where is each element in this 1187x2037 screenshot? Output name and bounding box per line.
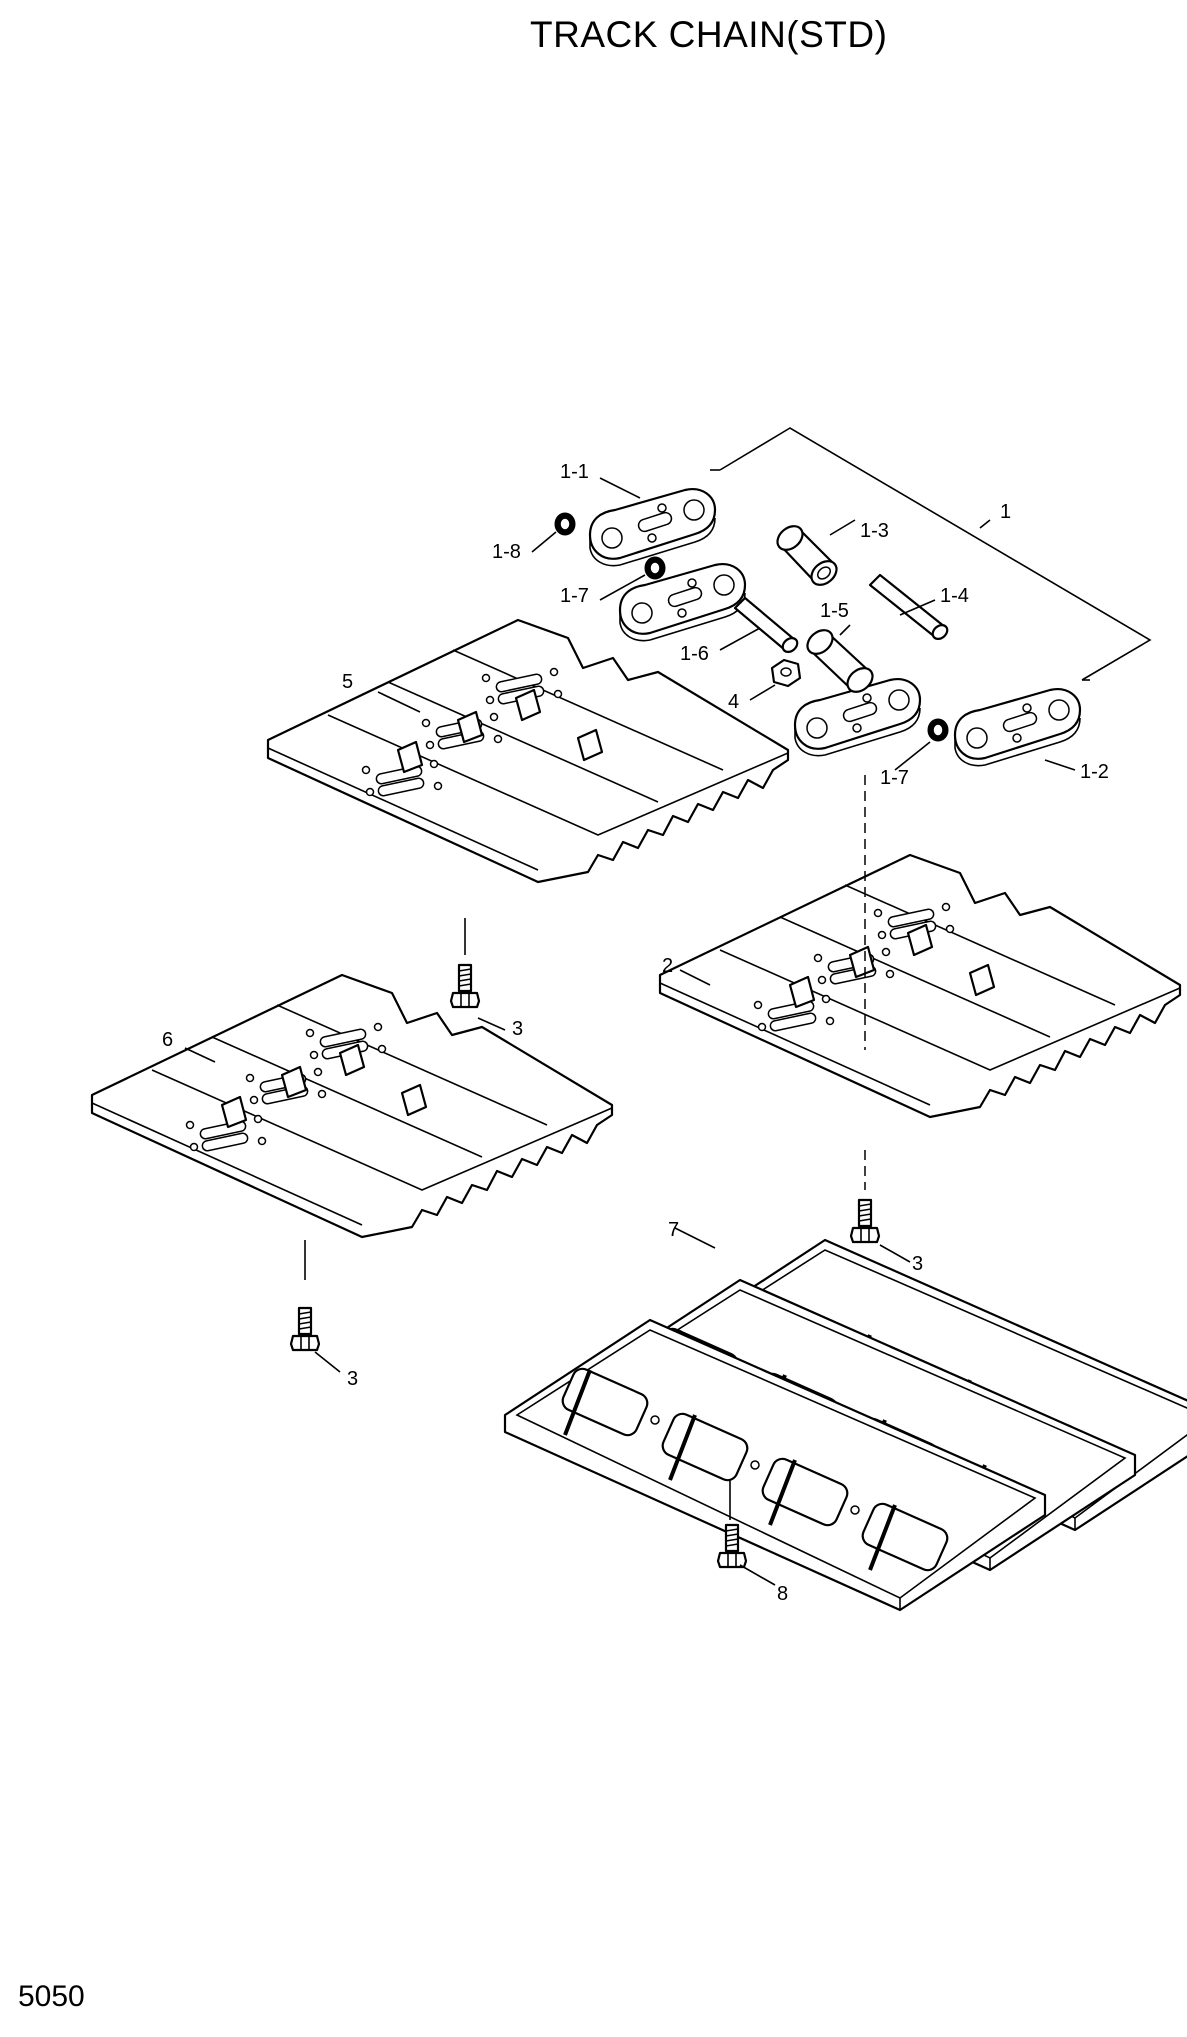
label-1-7-lower: 1-7 — [880, 767, 909, 789]
pin-1-6 — [733, 596, 799, 653]
label-1: 1 — [1000, 501, 1011, 523]
link-plate-1-1 — [588, 488, 717, 567]
link-plate-1-2 — [953, 688, 1082, 767]
label-2: 2 — [662, 955, 673, 977]
page-number: 5050 — [18, 1980, 85, 2013]
link-plate-center — [618, 563, 747, 642]
track-shoe-2 — [658, 853, 1182, 1119]
label-1-8: 1-8 — [492, 541, 521, 563]
track-shoe-6 — [90, 973, 614, 1239]
label-7: 7 — [668, 1219, 679, 1241]
label-1-4: 1-4 — [940, 585, 969, 607]
label-1-7-upper: 1-7 — [560, 585, 589, 607]
label-1-1: 1-1 — [560, 461, 589, 483]
label-6: 6 — [162, 1029, 173, 1051]
washer-1-8 — [554, 512, 576, 536]
label-5: 5 — [342, 671, 353, 693]
label-1-2: 1-2 — [1080, 761, 1109, 783]
bushing-1-3 — [776, 525, 838, 586]
label-1-3: 1-3 — [860, 520, 889, 542]
label-1-6: 1-6 — [680, 643, 709, 665]
pin-1-4 — [868, 573, 949, 640]
track-shoe-5 — [266, 618, 790, 884]
bolt-3-lower-left — [289, 1306, 321, 1352]
label-4: 4 — [728, 691, 739, 713]
label-8: 8 — [777, 1583, 788, 1605]
bushing-1-5 — [806, 629, 874, 693]
label-3-upper-left: 3 — [512, 1018, 523, 1040]
label-3-right: 3 — [912, 1253, 923, 1275]
washer-1-7-lower — [927, 718, 949, 742]
washer-1-7-upper — [644, 556, 666, 580]
assembly-bracket-1 — [719, 427, 1152, 681]
label-3-lower-left: 3 — [347, 1368, 358, 1390]
bolt-3-upper-left — [449, 963, 481, 1009]
nut-4 — [770, 658, 802, 688]
bolt-3-right — [849, 1198, 881, 1244]
diagram-title: TRACK CHAIN(STD) — [530, 14, 888, 55]
label-1-5: 1-5 — [820, 600, 849, 622]
